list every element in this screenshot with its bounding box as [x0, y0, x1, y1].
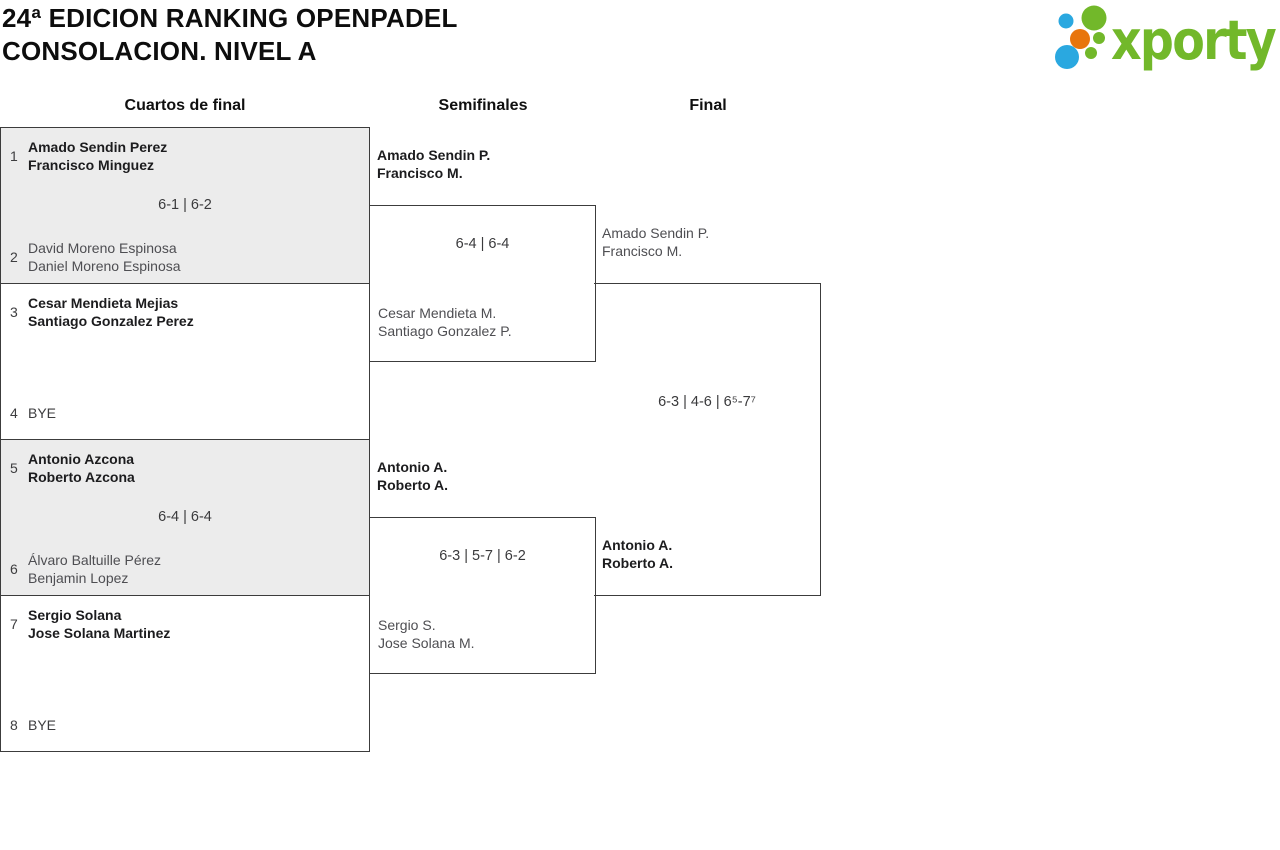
player-name: Roberto A. — [602, 555, 674, 571]
quarterfinal-match-2: 3 Cesar Mendieta Mejias Santiago Gonzale… — [0, 283, 370, 440]
team-pair-winner: Antonio Azcona Roberto Azcona — [28, 450, 363, 486]
player-name: Santiago Gonzalez P. — [378, 323, 512, 339]
xporty-logo[interactable]: xporty — [1045, 2, 1279, 74]
team-pair-loser: Sergio S. Jose Solana M. — [378, 616, 475, 652]
team-pair-winner: Cesar Mendieta Mejias Santiago Gonzalez … — [28, 294, 363, 330]
player-name: Jose Solana M. — [378, 635, 475, 651]
seed-number: 4 — [10, 405, 18, 421]
semifinal-2-top-team: Antonio A. Roberto A. — [377, 458, 448, 494]
quarterfinal-match-4: 7 Sergio Solana Jose Solana Martinez 8 B… — [0, 595, 370, 752]
player-name: Amado Sendin P. — [377, 147, 491, 163]
seed-number: 2 — [10, 249, 18, 265]
team-pair-winner: Amado Sendin Perez Francisco Minguez — [28, 138, 363, 174]
player-name: Sergio S. — [378, 617, 436, 633]
seed-number: 6 — [10, 561, 18, 577]
seed-number: 5 — [10, 460, 18, 476]
player-name: Cesar Mendieta Mejias — [28, 295, 179, 311]
player-name: Francisco M. — [377, 165, 463, 181]
player-name: Francisco Minguez — [28, 157, 155, 173]
player-name: Antonio A. — [377, 459, 448, 475]
bye-label: BYE — [28, 405, 57, 421]
semifinal-match-2: 6-3 | 5-7 | 6-2 Sergio S. Jose Solana M. — [369, 517, 596, 674]
player-name: Daniel Moreno Espinosa — [28, 258, 181, 274]
logo-dot-small-green-right-icon — [1093, 32, 1105, 44]
semifinal-match-1: 6-4 | 6-4 Cesar Mendieta M. Santiago Gon… — [369, 205, 596, 362]
seed-number: 7 — [10, 616, 18, 632]
quarterfinal-match-1: 1 Amado Sendin Perez Francisco Minguez 6… — [0, 127, 370, 284]
player-name: Cesar Mendieta M. — [378, 305, 497, 321]
player-name: David Moreno Espinosa — [28, 240, 177, 256]
round-header-semifinals: Semifinales — [438, 97, 528, 114]
logo-wordmark: xporty — [1111, 9, 1277, 72]
match-score: 6-1 | 6-2 — [158, 197, 212, 213]
match-score: 6-4 | 6-4 — [455, 236, 510, 252]
player-name: Amado Sendin Perez — [28, 139, 168, 155]
title-line-2: CONSOLACION. NIVEL A — [2, 36, 317, 66]
seed-number: 1 — [10, 148, 18, 164]
match-score: 6-3 | 4-6 | 6⁵-7⁷ — [658, 394, 756, 410]
player-name: Álvaro Baltuille Pérez — [28, 552, 162, 568]
bye-label: BYE — [28, 717, 57, 733]
player-name: Roberto A. — [377, 477, 449, 493]
page-title: 24ª EDICION RANKING OPENPADEL CONSOLACIO… — [2, 2, 458, 68]
player-name: Francisco M. — [602, 243, 683, 259]
logo-dot-small-green-bottom-icon — [1085, 47, 1097, 59]
round-header-quarterfinals: Cuartos de final — [124, 97, 246, 114]
team-pair-bye: BYE — [28, 395, 363, 431]
player-name: Jose Solana Martinez — [28, 625, 171, 641]
title-line-1: 24ª EDICION RANKING OPENPADEL — [2, 3, 458, 33]
player-name: Antonio A. — [602, 537, 673, 553]
seed-number: 3 — [10, 304, 18, 320]
player-name: Benjamin Lopez — [28, 570, 129, 586]
player-name: Sergio Solana — [28, 607, 122, 623]
logo-dot-large-blue-icon — [1055, 45, 1079, 69]
team-pair-loser: David Moreno Espinosa Daniel Moreno Espi… — [28, 239, 363, 275]
player-name: Santiago Gonzalez Perez — [28, 313, 194, 329]
player-name: Roberto Azcona — [28, 469, 135, 485]
seed-number: 8 — [10, 717, 18, 733]
team-pair-loser: Álvaro Baltuille Pérez Benjamin Lopez — [28, 551, 363, 587]
player-name: Amado Sendin P. — [602, 225, 710, 241]
team-pair-winner: Sergio Solana Jose Solana Martinez — [28, 606, 363, 642]
team-pair-bye: BYE — [28, 707, 363, 743]
quarterfinal-match-3: 5 Antonio Azcona Roberto Azcona 6-4 | 6-… — [0, 439, 370, 596]
final-bottom-team: Antonio A. Roberto A. — [602, 536, 673, 572]
final-top-team: Amado Sendin P. Francisco M. — [602, 224, 709, 260]
round-header-final: Final — [689, 97, 727, 114]
final-match: 6-3 | 4-6 | 6⁵-7⁷ — [594, 283, 821, 596]
match-score: 6-3 | 5-7 | 6-2 — [439, 548, 526, 564]
logo-dot-orange-icon — [1070, 29, 1090, 49]
team-pair-loser: Cesar Mendieta M. Santiago Gonzalez P. — [378, 304, 512, 340]
logo-dot-large-green-icon — [1081, 5, 1107, 31]
semifinal-1-top-team: Amado Sendin P. Francisco M. — [377, 146, 490, 182]
player-name: Antonio Azcona — [28, 451, 135, 467]
logo-dot-small-blue-icon — [1058, 13, 1074, 29]
match-score: 6-4 | 6-4 — [158, 509, 212, 525]
